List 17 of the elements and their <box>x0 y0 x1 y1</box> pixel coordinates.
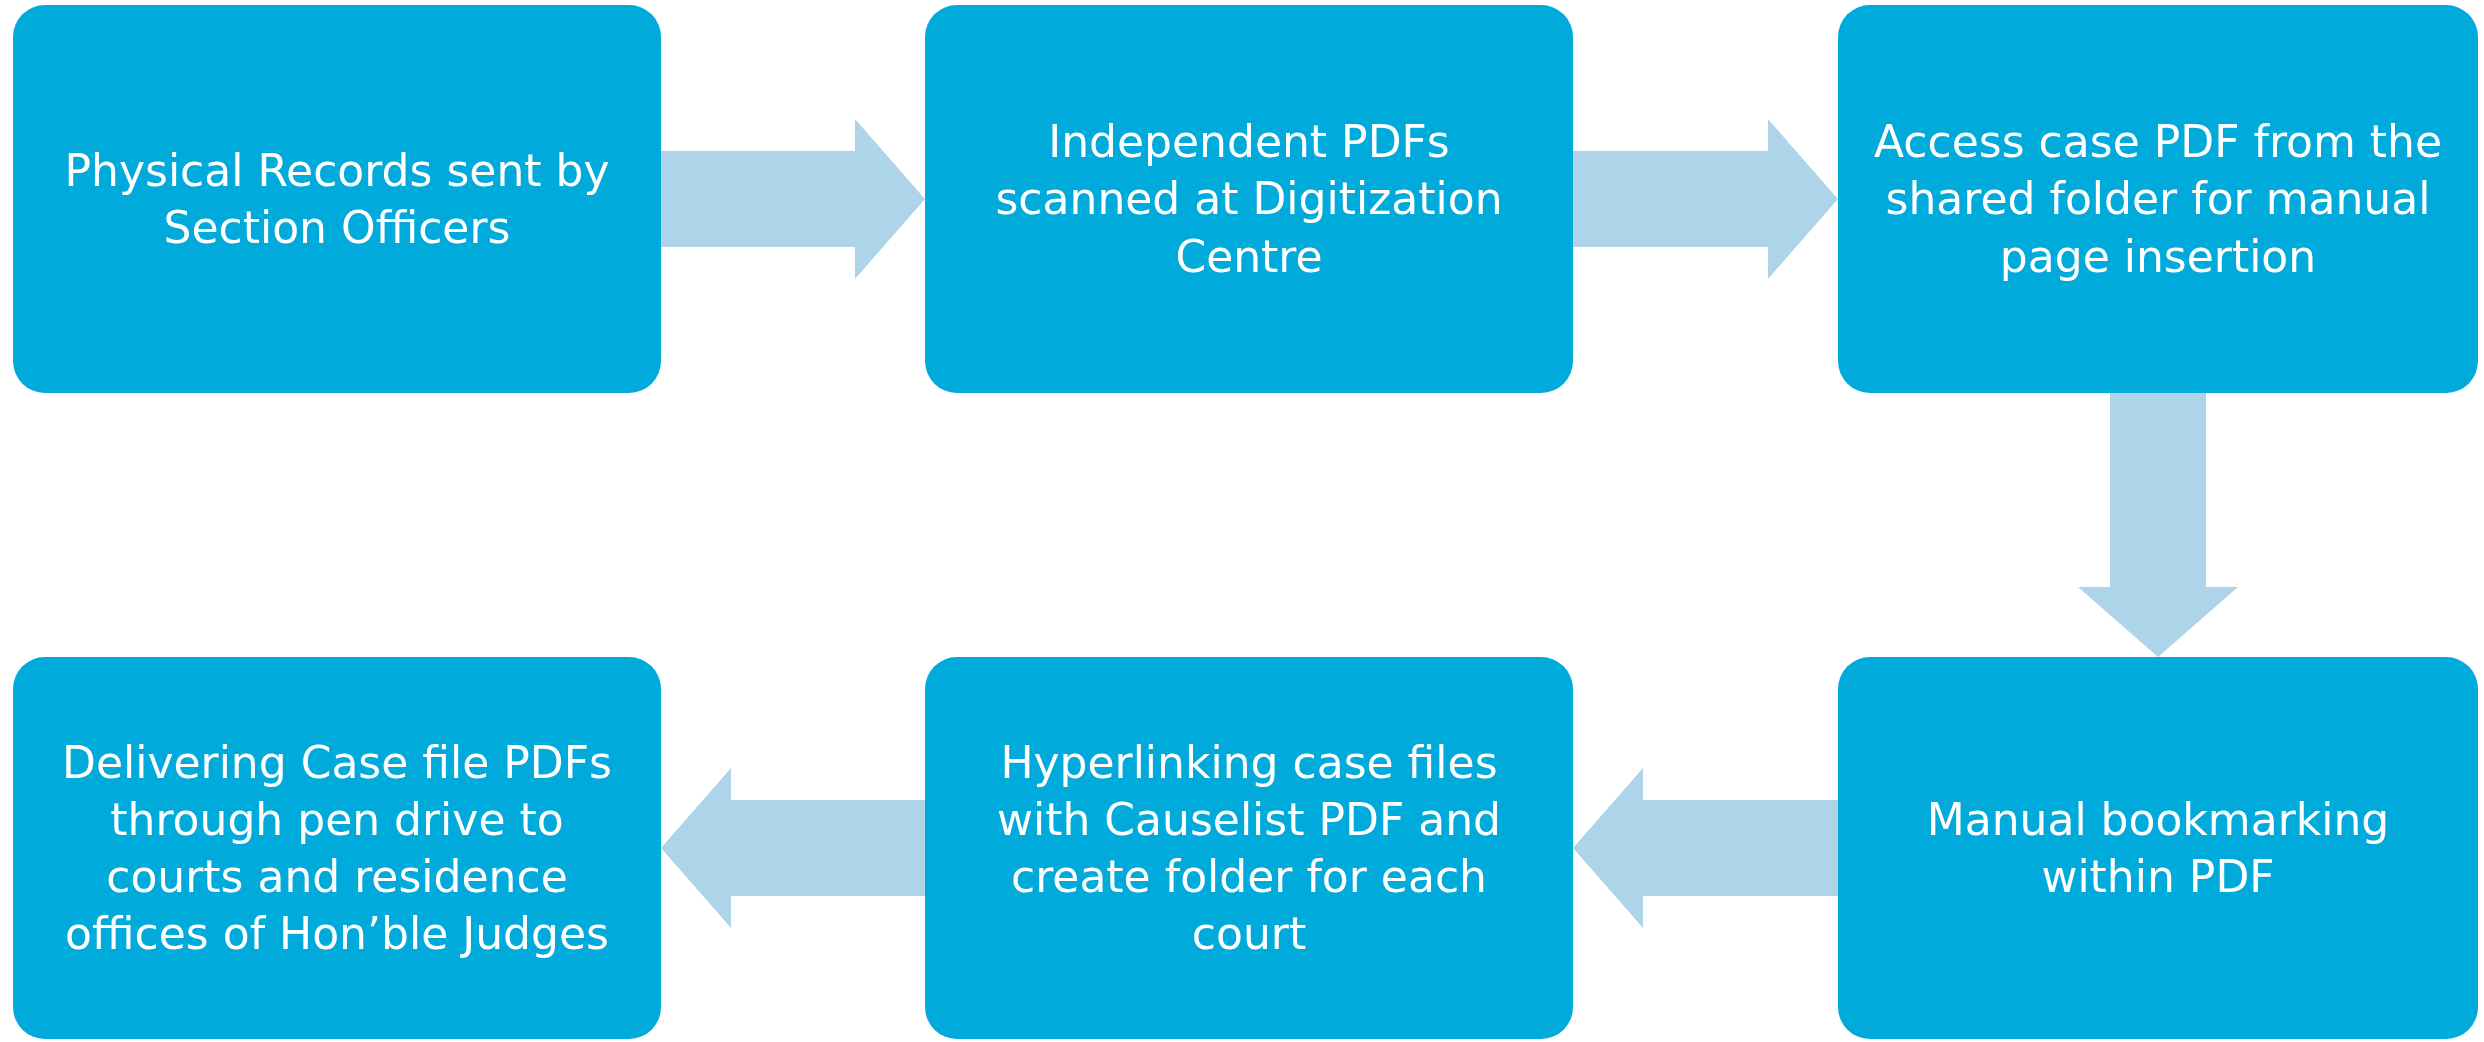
step-text: Hyperlinking case files with Causelist PDF and create folder for each court <box>996 735 1502 962</box>
process-box <box>925 5 1573 393</box>
process-box <box>1838 657 2478 1039</box>
block-arrow <box>1573 119 1838 279</box>
step-text: Delivering Case file PDFs through pen drive to courts and residence offices of Hon’ble Judges <box>61 735 613 962</box>
step-text: Physical Records sent by Section Officers <box>63 143 611 255</box>
step-text: Independent PDFs scanned at Digitization Centre <box>994 115 1504 284</box>
process-box <box>13 657 661 1039</box>
block-arrow <box>661 119 925 279</box>
block-arrow <box>661 768 925 928</box>
process-box <box>1838 5 2478 393</box>
block-arrow <box>1573 768 1838 928</box>
step-text: Access case PDF from the shared folder for manual page insertion <box>1872 115 2443 284</box>
block-arrow <box>2078 393 2238 657</box>
process-box <box>13 5 661 393</box>
process-box <box>925 657 1573 1039</box>
step-text: Manual bookmarking within PDF <box>1925 792 2391 904</box>
